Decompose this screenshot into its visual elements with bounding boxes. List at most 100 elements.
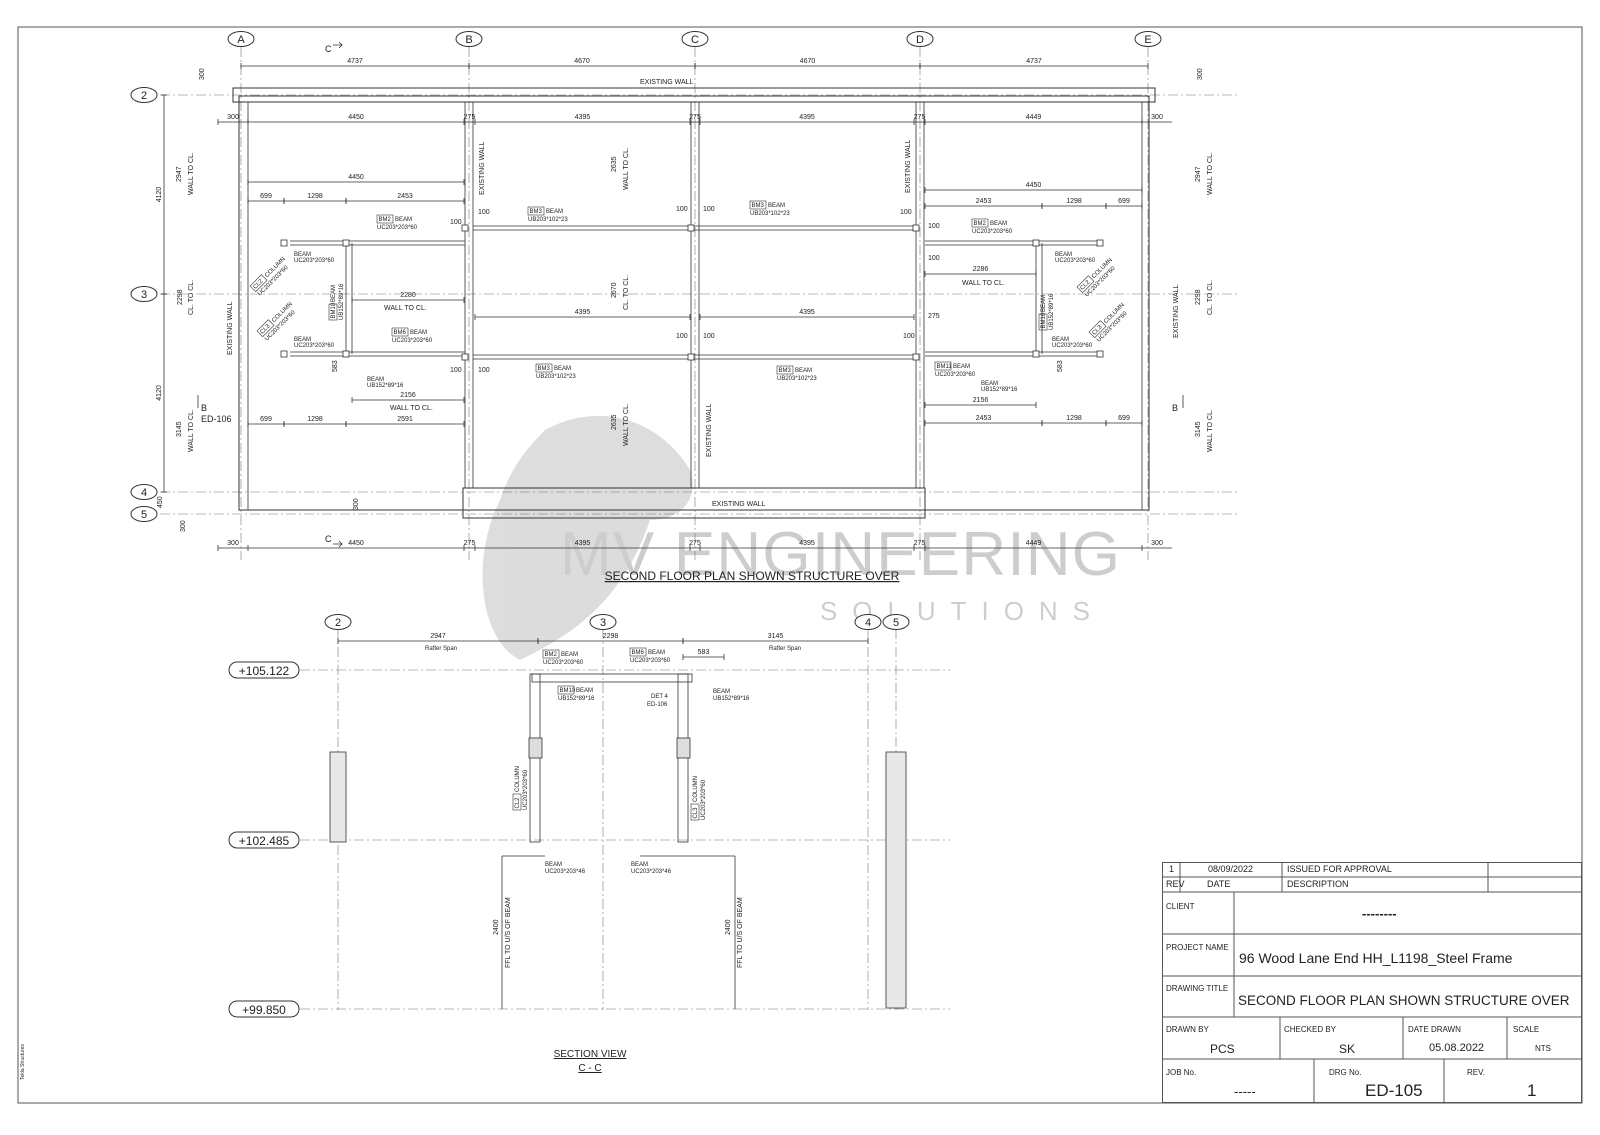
tag-bm3-lower-left-size: UB203*102*23 [536,374,576,380]
level-tag-box-0 [228,661,300,679]
sec-tag-cl3-box [690,803,700,821]
rb-dim-2286: 2286 [924,266,1037,277]
tag-bm2-right-size: UC203*203*60 [972,229,1013,235]
section-subtitle: C - C [578,1063,601,1074]
rb-v2298: 2298 [1195,289,1202,305]
tag-bm3-upper-left-desc: BEAM [546,209,563,215]
tag-bm10-left-box [328,303,338,321]
left-vdim-4120-a-value: 4120 [156,187,163,203]
existing-wall-right-label: EXISTING WALL [1173,284,1180,338]
rb-dim-100a: 100 [928,223,940,230]
lb-v2947: 2947 [176,166,183,182]
mid-dim-4395a: 4395 [474,309,691,320]
tag-bm2-left-desc: BEAM [395,217,412,223]
callout-beam-r3-size: UB152*89*16 [981,387,1018,393]
callout-beam-l3-size: UB152*89*16 [367,383,404,389]
lb-dim-2156-value: 2156 [400,392,416,399]
column-marker-4 [912,224,920,232]
grid-bubble-row-2-label: 2 [141,90,147,102]
rb-wall-to-cl-2: WALL TO CL. [1207,409,1214,452]
section-title: SECTION VIEW [554,1049,627,1060]
dim-450-left: 450 [157,496,164,508]
lb-dim-1298-value: 1298 [307,193,323,200]
rb-dim-699: 699 [1105,198,1143,209]
mid-dim-4395a-value: 4395 [575,309,591,316]
mid-100a: 100 [478,209,490,216]
tag-cl3-right-box [1088,320,1107,339]
lb-dim-699b: 699 [247,416,285,427]
sec-grid-bubble-3-label: 3 [600,617,606,629]
mid-cl-to-cl: CL. TO CL. [623,275,630,310]
lb-dim-1298b: 1298 [283,416,347,427]
date-drawn-value: 05.08.2022 [1429,1042,1485,1054]
tag-bm3-upper-left-size: UB203*102*23 [528,217,568,223]
column-marker-12 [1032,350,1040,358]
grid-bubble-row-4-bubble [130,484,158,500]
lb-dim-100b: 100 [450,367,462,374]
rb-dim-699b: 699 [1105,415,1143,426]
sec-grid-bubble-4-bubble [854,614,882,630]
dim-row-1-value-4: 275 [689,540,701,547]
level-value-1: +102.485 [239,834,290,848]
sec-beam-right: BEAM [713,689,730,695]
sec-dim-3145-value: 3145 [768,633,784,640]
dim-row-0-value-1: 4450 [348,114,364,121]
grid-bubble-A-label: A [237,34,245,46]
sec-tag-cl3-desc: COLUMN [693,776,699,802]
lb-dim-699-value: 699 [260,193,272,200]
callout-beam-l3: BEAM [367,377,384,383]
dim-row-1-value-3: 4395 [575,540,591,547]
lb-wall-to-cl-1: WALL TO CL. [188,152,195,195]
dim-300-mid: 300 [353,498,360,510]
level-tag-box-2 [228,1000,300,1018]
level-tag-1: +102.485 [228,831,300,849]
rb-dim-2453b: 2453 [924,415,1043,426]
lb-wall-to-cl-2280: WALL TO CL. [384,305,427,312]
column-marker-11 [1096,239,1104,247]
sec-dim-2947-value: 2947 [430,633,446,640]
rev-date: 08/09/2022 [1208,864,1254,874]
grid-bubble-C: C [681,31,709,47]
mid-dim-4395b: 4395 [699,309,915,320]
column-marker-1 [342,239,350,247]
tag-bm3-lower-left-tag: BM3 [538,366,551,372]
wall-inner-frame [238,95,1150,511]
lb-dim-699: 699 [247,193,285,204]
sec-col-plate-right [676,737,691,759]
existing-wall-b-label: EXISTING WALL [479,141,486,195]
column-marker-5 [280,350,288,358]
sec-dim-2298-value: 2298 [603,633,619,640]
existing-wall-left-label: EXISTING WALL [227,301,234,355]
date-header: DATE [1207,879,1231,889]
dim-row-0-value-0: 300 [227,114,239,121]
sec-tag-cl2-box [512,793,522,811]
rb-v2947: 2947 [1195,166,1202,182]
mid-100g: 100 [703,333,715,340]
grid-bubble-B-label: B [465,34,472,46]
rb-v3145: 3145 [1195,421,1202,437]
grid-bubble-row-3-bubble [130,286,158,302]
top-dim-2-value: 4670 [800,58,816,65]
sec-grid-bubble-2-label: 2 [335,617,341,629]
column-marker-2 [461,224,469,232]
sheet-border [17,26,1583,1104]
rb-dim-2453: 2453 [924,198,1043,209]
tag-bm3-upper-right-size: UB203*102*23 [750,211,790,217]
sec-grid-bubble-4: 4 [854,614,882,630]
lb-dim-2453: 2453 [345,193,465,204]
sec-ffl-right: FFL TO U/S OF BEAM [737,897,744,968]
section-arrow-bottom [333,540,343,548]
level-tag-2: +99.850 [228,1000,300,1018]
tag-cl2-left-box [249,274,268,293]
rb-dim-2453b-value: 2453 [976,415,992,422]
client-value: -------- [1362,906,1397,921]
lb-dim-2591-value: 2591 [397,416,413,423]
client-label: CLIENT [1166,902,1195,911]
rb-dim-100b: 100 [928,255,940,262]
